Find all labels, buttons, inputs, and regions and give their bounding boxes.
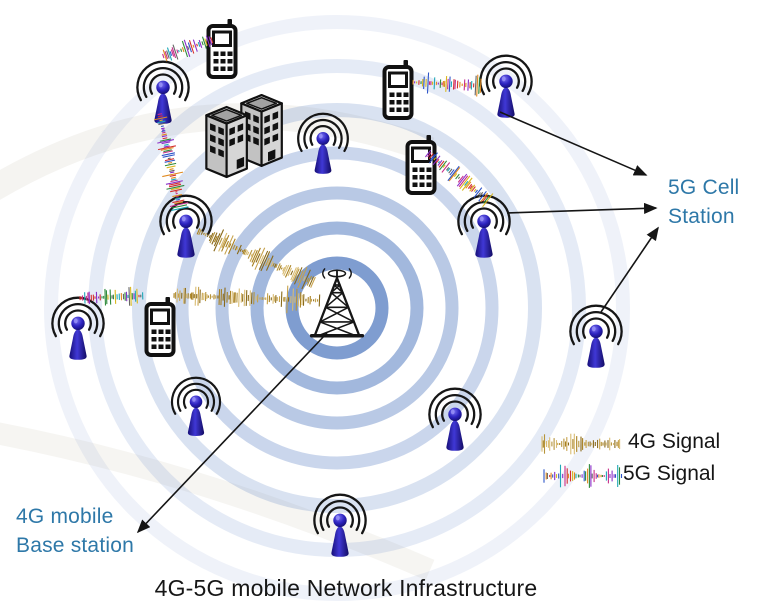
antenna-icon [569, 304, 623, 369]
label-5g-cell-station-line2: Station [668, 204, 735, 228]
antenna-icon [479, 54, 533, 119]
legend-4g-signal-label: 4G Signal [628, 430, 721, 453]
label-4g-base-station-line1: 4G mobile [16, 505, 114, 528]
antenna-icon [428, 387, 482, 452]
antenna-icon [170, 376, 222, 438]
signal-5g-wave [159, 28, 218, 68]
antenna-icon [313, 493, 367, 558]
diagram-title: 4G-5G mobile Network Infrastructure [154, 575, 538, 601]
label-4g-base-station: 4G mobile Base station [16, 503, 134, 561]
buildings-icon [205, 93, 283, 179]
label-5g-cell-station-line1: 5G Cell [668, 176, 740, 199]
legend-4g-signal-swatch [541, 433, 621, 455]
label-5g-cell-station: 5G Cell Station [668, 174, 739, 232]
legend-5g-signal-swatch [543, 464, 623, 488]
signal-5g-wave [79, 285, 146, 309]
signal-4g-wave [173, 281, 322, 314]
legend-5g-signal-label: 5G Signal [623, 462, 716, 485]
label-4g-base-station-line2: Base station [16, 533, 134, 557]
signal-5g-wave [411, 70, 482, 98]
antenna-icon [297, 112, 349, 176]
